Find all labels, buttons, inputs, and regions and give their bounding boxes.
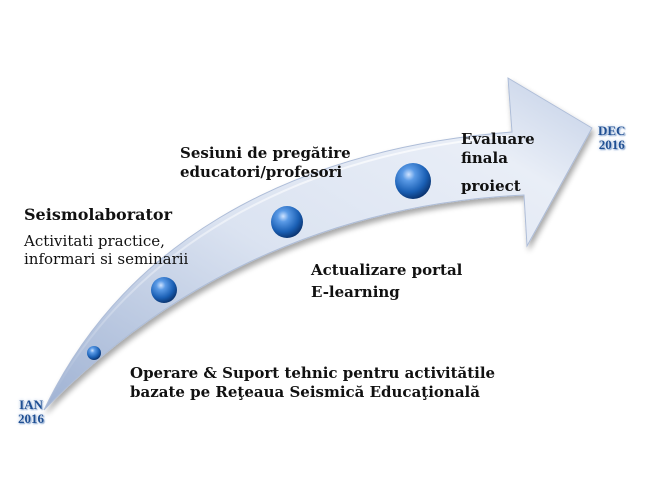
seismolab-desc-line2: informari si seminarii xyxy=(24,250,189,268)
end-month: DEC xyxy=(598,123,626,138)
evaluare-line2: finala xyxy=(461,149,508,167)
milestone-bead-4 xyxy=(395,163,431,199)
portal-line1: Actualizare portal xyxy=(311,261,463,279)
start-date-label: IAN 2016 xyxy=(18,398,44,426)
milestone-bead-1 xyxy=(87,346,101,360)
end-year: 2016 xyxy=(598,137,625,152)
timeline-arrow-body xyxy=(43,77,593,411)
evaluare-line3: proiect xyxy=(461,177,521,195)
milestone-bead-2 xyxy=(151,277,177,303)
start-month: IAN xyxy=(19,397,43,412)
operare-line1: Operare & Suport tehnic pentru activităt… xyxy=(130,364,496,382)
seismolab-desc-line1: Activitati practice, xyxy=(24,232,165,250)
sesiuni-line2: educatori/profesori xyxy=(180,163,343,181)
timeline-arrow-highlight xyxy=(49,135,511,401)
portal-line2: E-learning xyxy=(311,283,400,301)
seismolab-title: Seismolaborator xyxy=(24,205,173,224)
operare-line2: bazate pe Reţeaua Seismică Educaţională xyxy=(130,383,480,401)
evaluare-line1: Evaluare xyxy=(461,130,535,148)
sesiuni-line1: Sesiuni de pregătire xyxy=(180,144,351,162)
start-year: 2016 xyxy=(18,411,44,426)
milestone-bead-3 xyxy=(271,206,303,238)
end-date-label: DEC 2016 xyxy=(598,124,625,152)
